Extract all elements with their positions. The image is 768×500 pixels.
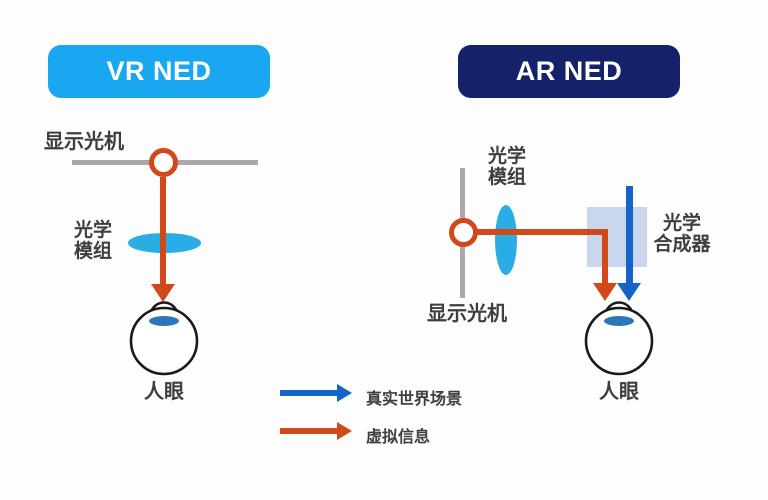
- ar-human-eye-icon: [584, 301, 654, 376]
- ar-real-world-light-arrowhead-icon: [617, 283, 641, 301]
- ar-virtual-light-arrowhead-icon: [593, 283, 617, 301]
- vr-ned-badge: VR NED: [48, 45, 270, 98]
- ar-optics-module-label: 光学 模组: [487, 146, 526, 188]
- vr-virtual-light-arrow-stem: [160, 177, 166, 284]
- ar-virtual-light-arrow-stem-vertical: [602, 229, 608, 283]
- ar-virtual-light-arrow-stem-horizontal: [476, 229, 608, 235]
- vr-light-source-node: [149, 148, 178, 177]
- ar-light-source-node: [449, 218, 478, 247]
- ar-display-engine-label: 显示光机: [427, 303, 507, 325]
- ar-eye-label: 人眼: [599, 381, 639, 403]
- legend-virtual-info-arrow-stem: [280, 428, 337, 434]
- vr-virtual-light-arrowhead-icon: [151, 284, 175, 302]
- legend-virtual-info-arrowhead-icon: [337, 422, 352, 440]
- ar-optical-combiner-label: 光学 合成器: [653, 213, 711, 255]
- vr-ned-badge-label: VR NED: [106, 56, 212, 86]
- ar-ned-badge: AR NED: [458, 45, 680, 98]
- legend-real-world-label: 真实世界场景: [366, 391, 463, 408]
- vr-optics-module-label: 光学 模组: [73, 220, 112, 262]
- legend-real-world-arrowhead-icon: [337, 384, 352, 402]
- ar-optical-combiner: [587, 207, 647, 267]
- vr-human-eye-icon: [129, 301, 199, 376]
- ar-real-world-light-arrow-stem: [626, 186, 633, 283]
- ar-ned-badge-label: AR NED: [515, 56, 623, 86]
- vr-display-engine-label: 显示光机: [44, 131, 124, 153]
- legend-virtual-info-label: 虚拟信息: [366, 429, 431, 446]
- legend-real-world-arrow-stem: [280, 390, 337, 396]
- ar-optics-lens: [495, 205, 517, 275]
- vr-eye-label: 人眼: [144, 381, 184, 403]
